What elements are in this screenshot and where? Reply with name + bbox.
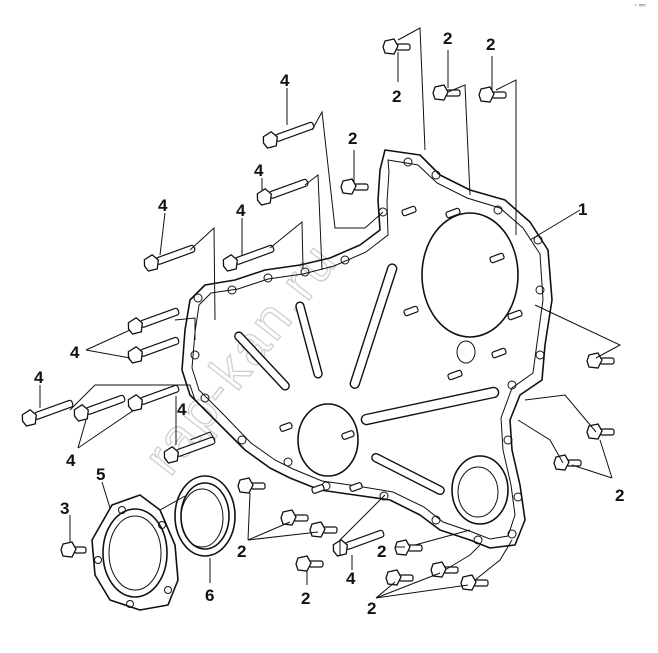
label-4: 4: [346, 569, 356, 588]
seal-strip-5: [371, 452, 445, 496]
seal-cover-plate: [91, 494, 179, 611]
label-2: 2: [443, 29, 452, 48]
seal-strip-3: [349, 263, 398, 389]
label-1: 1: [578, 200, 587, 219]
lower-boss-inner: [457, 466, 499, 518]
front-cover-outline: [181, 149, 553, 549]
label-4: 4: [177, 400, 187, 419]
callout-labels: 1 2 2 2 2 2 2 2 2 2 3 4 4 4 4 4 4 4 4 4 …: [34, 29, 624, 618]
seal-strip-4: [360, 386, 500, 426]
label-3: 3: [60, 499, 69, 518]
label-4: 4: [66, 451, 76, 470]
corner-mark: ⁼ ᵐᵐ: [634, 4, 646, 10]
cover-studs: [279, 205, 523, 494]
label-2: 2: [392, 87, 401, 106]
label-4: 4: [236, 201, 246, 220]
seal-strips: [234, 263, 500, 496]
label-2: 2: [237, 542, 246, 561]
label-2: 2: [615, 486, 624, 505]
label-4: 4: [70, 343, 80, 362]
label-2: 2: [348, 129, 357, 148]
label-2: 2: [367, 599, 376, 618]
label-2: 2: [486, 35, 495, 54]
front-cover-gasket-line: [191, 159, 544, 540]
label-5: 5: [96, 465, 105, 484]
small-opening: [456, 340, 476, 364]
leader-lines: [39, 27, 622, 599]
label-4: 4: [34, 368, 44, 387]
label-6: 6: [205, 586, 214, 605]
cover-bolt-holes: [190, 157, 545, 545]
seal-strip-2: [295, 301, 323, 379]
bolt-item-3: [60, 541, 87, 558]
oil-seal: [174, 475, 236, 557]
bolts-item-4: [21, 121, 385, 557]
label-2: 2: [377, 542, 386, 561]
middle-opening: [297, 403, 359, 477]
front-cover: [181, 149, 553, 549]
label-2: 2: [301, 589, 310, 608]
label-4: 4: [254, 161, 264, 180]
seal-strip-1: [234, 331, 290, 391]
upper-opening: [421, 212, 519, 338]
lower-boss: [451, 455, 509, 525]
label-4: 4: [158, 196, 168, 215]
label-4: 4: [280, 71, 290, 90]
